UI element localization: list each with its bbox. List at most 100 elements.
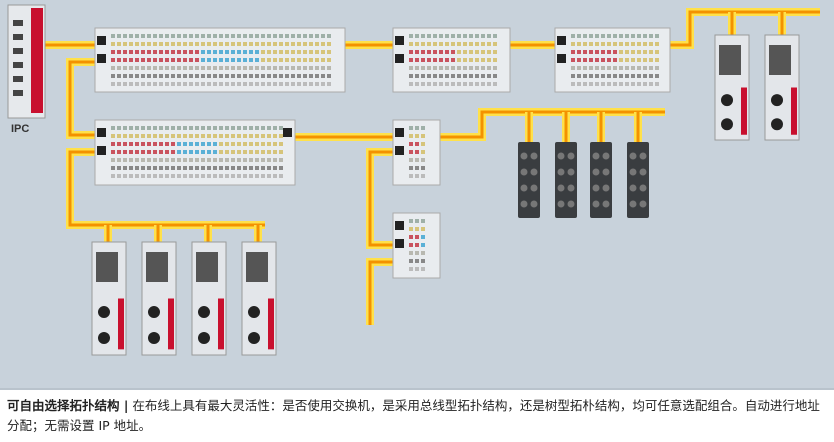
terminal-contact xyxy=(225,166,229,170)
terminal-contact xyxy=(111,42,115,46)
terminal-contact xyxy=(607,82,611,86)
drive-connector xyxy=(246,252,268,282)
terminal-contact xyxy=(451,42,455,46)
terminal-contact xyxy=(135,174,139,178)
terminal-contact xyxy=(309,58,313,62)
terminal-contact xyxy=(207,142,211,146)
terminal-contact xyxy=(303,82,307,86)
terminal-contact xyxy=(165,166,169,170)
terminal-contact xyxy=(267,50,271,54)
terminal-contact xyxy=(433,34,437,38)
terminal-contact xyxy=(267,74,271,78)
terminal-contact xyxy=(487,74,491,78)
terminal-contact xyxy=(267,66,271,70)
terminal-contact xyxy=(165,142,169,146)
terminal-contact xyxy=(171,134,175,138)
terminal-contact xyxy=(649,50,653,54)
terminal-contact xyxy=(631,42,635,46)
terminal-contact xyxy=(183,166,187,170)
terminal-contact xyxy=(655,42,659,46)
terminal-contact xyxy=(201,142,205,146)
io-connector xyxy=(602,152,610,160)
terminal-contact xyxy=(117,58,121,62)
terminal-contact xyxy=(111,50,115,54)
terminal-contact xyxy=(457,82,461,86)
terminal-contact xyxy=(267,126,271,130)
terminal-contact xyxy=(469,82,473,86)
terminal-contact xyxy=(243,50,247,54)
terminal-contact xyxy=(321,34,325,38)
terminal-contact xyxy=(487,82,491,86)
io-connector xyxy=(567,200,575,208)
terminal-contact xyxy=(631,74,635,78)
terminal-contact xyxy=(135,42,139,46)
terminal-contact xyxy=(165,134,169,138)
terminal-contact xyxy=(111,82,115,86)
terminal-contact xyxy=(601,34,605,38)
terminal-contact xyxy=(571,74,575,78)
terminal-contact xyxy=(279,42,283,46)
terminal-contact xyxy=(421,158,425,162)
terminal-contact xyxy=(451,50,455,54)
terminal-contact xyxy=(249,66,253,70)
terminal-contact xyxy=(261,34,265,38)
terminal-contact xyxy=(171,34,175,38)
terminal-contact xyxy=(141,58,145,62)
ethernet-port xyxy=(395,146,404,155)
terminal-contact xyxy=(141,50,145,54)
terminal-contact xyxy=(177,42,181,46)
terminal-contact xyxy=(255,166,259,170)
terminal-contact xyxy=(427,42,431,46)
terminal-contact xyxy=(261,174,265,178)
terminal-contact xyxy=(451,74,455,78)
terminal-contact xyxy=(589,58,593,62)
terminal-contact xyxy=(643,42,647,46)
terminal-contact xyxy=(189,166,193,170)
terminal-contact xyxy=(117,82,121,86)
terminal-block-4 xyxy=(554,27,671,93)
terminal-contact xyxy=(409,34,413,38)
terminal-contact xyxy=(571,58,575,62)
terminal-contact xyxy=(153,142,157,146)
terminal-contact xyxy=(111,58,115,62)
io-connector xyxy=(520,184,528,192)
terminal-contact xyxy=(583,58,587,62)
terminal-contact xyxy=(195,150,199,154)
terminal-contact xyxy=(303,66,307,70)
terminal-contact xyxy=(201,82,205,86)
terminal-contact xyxy=(255,58,259,62)
terminal-contact xyxy=(451,58,455,62)
terminal-contact xyxy=(291,42,295,46)
terminal-contact xyxy=(475,74,479,78)
terminal-contact xyxy=(129,174,133,178)
terminal-contact xyxy=(601,82,605,86)
terminal-contact xyxy=(219,66,223,70)
terminal-contact xyxy=(409,58,413,62)
terminal-contact xyxy=(141,158,145,162)
terminal-contact xyxy=(201,174,205,178)
terminal-contact xyxy=(577,58,581,62)
terminal-contact xyxy=(153,50,157,54)
terminal-contact xyxy=(643,74,647,78)
terminal-contact xyxy=(261,158,265,162)
terminal-contact xyxy=(409,150,413,154)
terminal-contact xyxy=(475,50,479,54)
terminal-contact xyxy=(261,50,265,54)
drive-plug xyxy=(198,332,210,345)
terminal-contact xyxy=(589,34,593,38)
terminal-contact xyxy=(177,66,181,70)
terminal-contact xyxy=(219,126,223,130)
terminal-contact xyxy=(315,50,319,54)
terminal-contact xyxy=(189,150,193,154)
terminal-contact xyxy=(415,267,419,271)
terminal-contact xyxy=(631,50,635,54)
io-connector xyxy=(567,152,575,160)
terminal-contact xyxy=(409,166,413,170)
terminal-contact xyxy=(111,126,115,130)
terminal-contact xyxy=(607,34,611,38)
terminal-contact xyxy=(255,158,259,162)
terminal-contact xyxy=(213,158,217,162)
ethernet-port xyxy=(97,36,106,45)
ipc-port xyxy=(13,20,23,26)
terminal-contact xyxy=(493,66,497,70)
